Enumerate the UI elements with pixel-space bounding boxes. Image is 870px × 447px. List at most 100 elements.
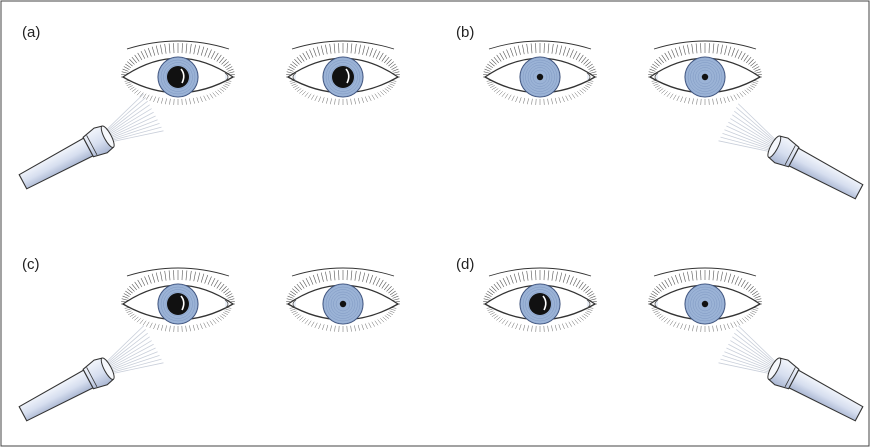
penlight-barrel (18, 369, 94, 422)
light-beam (104, 325, 164, 375)
panel-c-label: (c) (22, 256, 40, 273)
iris-ring (163, 62, 193, 92)
eyelashes (648, 43, 762, 105)
panel-a-left-eye-icon (121, 40, 235, 105)
panel-d-label: (d) (456, 256, 474, 273)
iris-ring (520, 57, 560, 97)
pupil (167, 66, 189, 88)
panel-a-penlight-icon (18, 93, 164, 190)
iris-ring (165, 291, 191, 317)
penlight-lens (100, 357, 115, 380)
iris-ring (690, 289, 720, 319)
iris-ring (323, 284, 363, 324)
iris-ring (330, 291, 356, 317)
panel-c-left-eye-icon (121, 267, 235, 332)
iris-ring (695, 67, 715, 87)
pupil-highlight (180, 68, 185, 84)
light-beam (104, 93, 164, 143)
panel-d-right-eye-icon (648, 267, 762, 332)
eye-inner-corner (292, 72, 297, 82)
pupil-highlight (542, 295, 547, 311)
iris-ring (685, 284, 725, 324)
eyelid-crease (488, 267, 592, 277)
panel-a-label: (a) (22, 24, 40, 41)
eye-inner-corner (586, 72, 591, 82)
pupil-highlight (180, 295, 185, 311)
iris-ring (165, 64, 191, 90)
panel-b-left-eye-icon (483, 40, 597, 105)
iris-ring (692, 64, 718, 90)
eyelashes (121, 43, 235, 105)
iris-ring (527, 291, 553, 317)
eyelid-crease (488, 40, 592, 50)
eye-inner-corner (654, 72, 659, 82)
iris-ring (158, 284, 198, 324)
iris-ring (163, 289, 193, 319)
iris-ring (323, 57, 363, 97)
panel-d-penlight-icon (718, 325, 864, 422)
penlight-lens (100, 125, 115, 148)
eyelid-crease (653, 267, 757, 277)
iris-ring (530, 67, 550, 87)
pupil (167, 293, 189, 315)
iris-ring (335, 296, 351, 312)
eyelid-crease (126, 40, 230, 50)
pupil (332, 66, 354, 88)
iris-ring (325, 59, 361, 95)
eyelashes (286, 270, 400, 332)
panel-b-penlight-icon (718, 103, 864, 200)
penlight-barrel (788, 369, 864, 422)
eye-inner-corner (654, 299, 659, 309)
panel-c-penlight-icon (18, 325, 164, 422)
panel-a-right-eye-icon (286, 40, 400, 105)
panel-c: (c) (18, 256, 400, 422)
penlight-body-group (18, 325, 164, 422)
penlight-lens (767, 357, 782, 380)
iris-ring (520, 284, 560, 324)
iris-ring (330, 64, 356, 90)
penlight-barrel (18, 137, 94, 190)
iris-ring (325, 286, 361, 322)
iris-ring (697, 69, 713, 85)
eyelid-crease (653, 40, 757, 50)
light-beam (718, 325, 778, 375)
iris-ring (160, 59, 196, 95)
iris-ring (525, 62, 555, 92)
iris-ring (687, 286, 723, 322)
penlight-body-group (718, 103, 864, 200)
iris-ring (697, 296, 713, 312)
panel-b-right-eye-icon (648, 40, 762, 105)
iris-ring (695, 294, 715, 314)
pupil (529, 293, 551, 315)
eyelashes (648, 270, 762, 332)
iris-ring (692, 291, 718, 317)
eye-inner-corner (292, 299, 297, 309)
penlight-barrel (788, 147, 864, 200)
eye-inner-corner (224, 299, 229, 309)
panel-c-right-eye-icon (286, 267, 400, 332)
panel-d: (d) (456, 256, 864, 422)
iris-ring (158, 57, 198, 97)
penlight-lens (767, 135, 782, 158)
penlight-body-group (18, 93, 164, 190)
pupil (701, 73, 709, 81)
pupil (339, 300, 347, 308)
eyelid-crease (126, 267, 230, 277)
iris-ring (525, 289, 555, 319)
panel-b: (b) (456, 24, 864, 200)
iris-ring (160, 286, 196, 322)
eye-inner-corner (224, 72, 229, 82)
penlight-collar (784, 367, 796, 388)
panel-a: (a) (18, 24, 400, 190)
penlight-collar (784, 145, 796, 166)
eyelid-crease (291, 40, 395, 50)
panel-d-left-eye-icon (483, 267, 597, 332)
iris-ring (328, 62, 358, 92)
light-beam (718, 103, 778, 153)
iris-ring (522, 59, 558, 95)
iris-ring (687, 59, 723, 95)
eyelashes (483, 270, 597, 332)
penlight-collar (86, 135, 98, 156)
